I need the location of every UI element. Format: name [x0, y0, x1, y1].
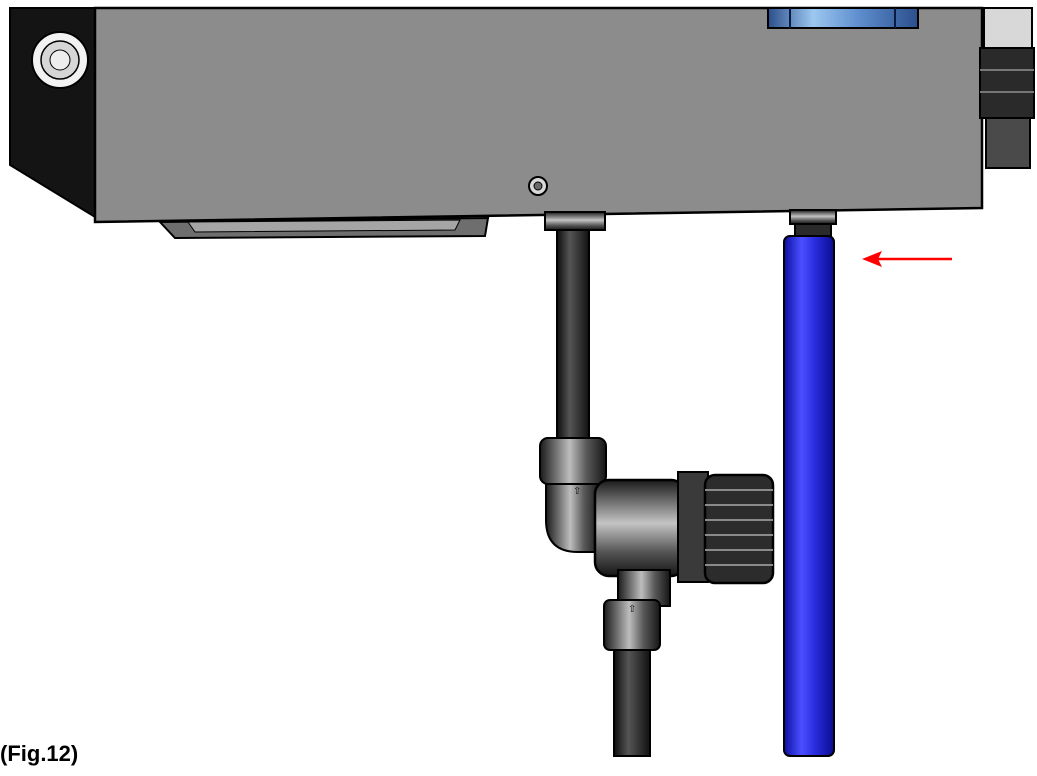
tee-lower-fitting: ⇧ [603, 569, 671, 651]
blue-tube [783, 235, 835, 757]
housing-left-panel [9, 7, 101, 222]
black-tube-lower [613, 649, 651, 757]
blue-tube-port [789, 209, 837, 239]
elbow-fitting: ⇧ [539, 437, 607, 553]
svg-text:⇧: ⇧ [628, 604, 636, 615]
valve-knob-icon [703, 473, 775, 585]
valve-body [593, 471, 709, 583]
callout-arrow-icon [862, 251, 952, 267]
housing-right-fitting [979, 7, 1035, 169]
black-tube-upper [556, 229, 590, 445]
sight-window [767, 7, 919, 29]
base-plate [157, 216, 490, 240]
black-tube-port [544, 211, 606, 231]
figure-caption: (Fig.12) [0, 741, 79, 766]
housing [93, 6, 984, 224]
svg-text:⇧: ⇧ [573, 486, 581, 497]
